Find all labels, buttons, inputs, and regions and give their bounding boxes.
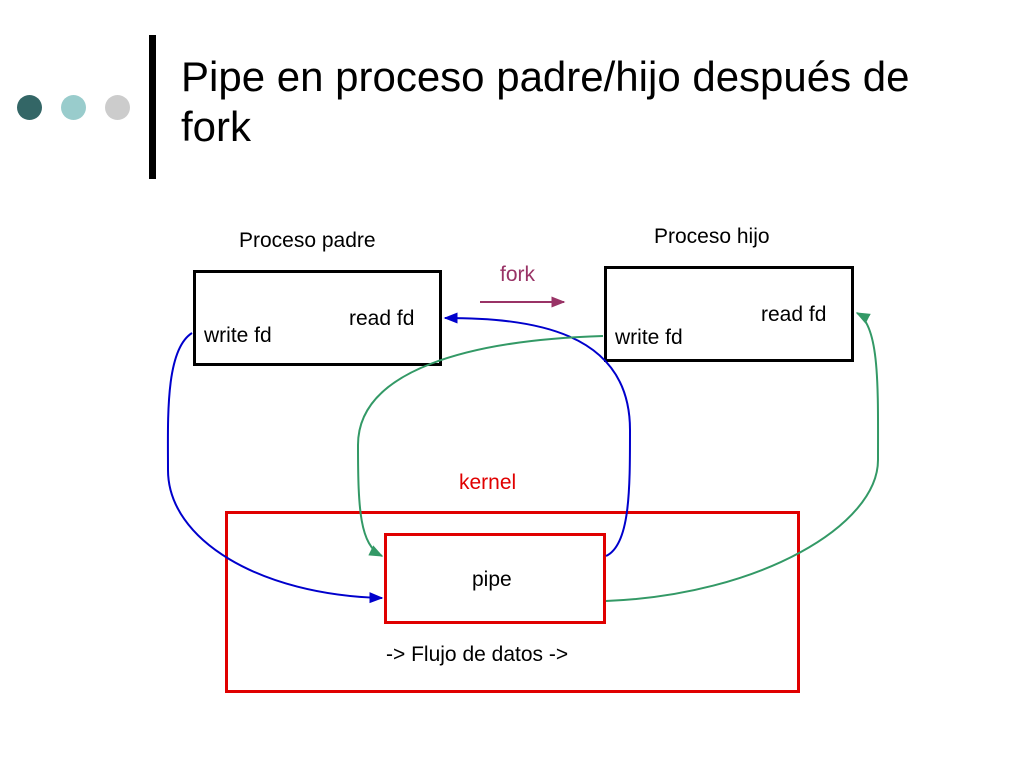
title-divider [149,35,156,179]
parent-read-fd-label: read fd [349,307,415,330]
pipe-to-parent-read-arrow [443,312,632,557]
bullet-dot-dark [17,95,42,120]
slide-title: Pipe en proceso padre/hijo después de fo… [181,53,910,150]
parent-process-label: Proceso padre [239,229,376,252]
pipe-to-child-read-arrow [605,312,880,602]
fork-label: fork [500,263,536,286]
pipe-box [384,533,606,624]
child-write-to-pipe-arrow [356,335,604,557]
bullet-dot-light [61,95,86,120]
parent-process-box [193,270,442,366]
child-process-box [604,266,854,362]
bullet-dot-gray [105,95,130,120]
parent-write-to-pipe-arrow [166,332,384,604]
parent-write-fd-label: write fd [204,324,272,347]
child-read-fd-label: read fd [761,303,827,326]
child-write-fd-label: write fd [615,326,683,349]
kernel-label: kernel [459,471,517,494]
child-process-label: Proceso hijo [654,225,770,248]
pipe-label: pipe [472,568,512,591]
kernel-box [225,511,800,693]
data-flow-label: -> Flujo de datos -> [386,643,569,666]
